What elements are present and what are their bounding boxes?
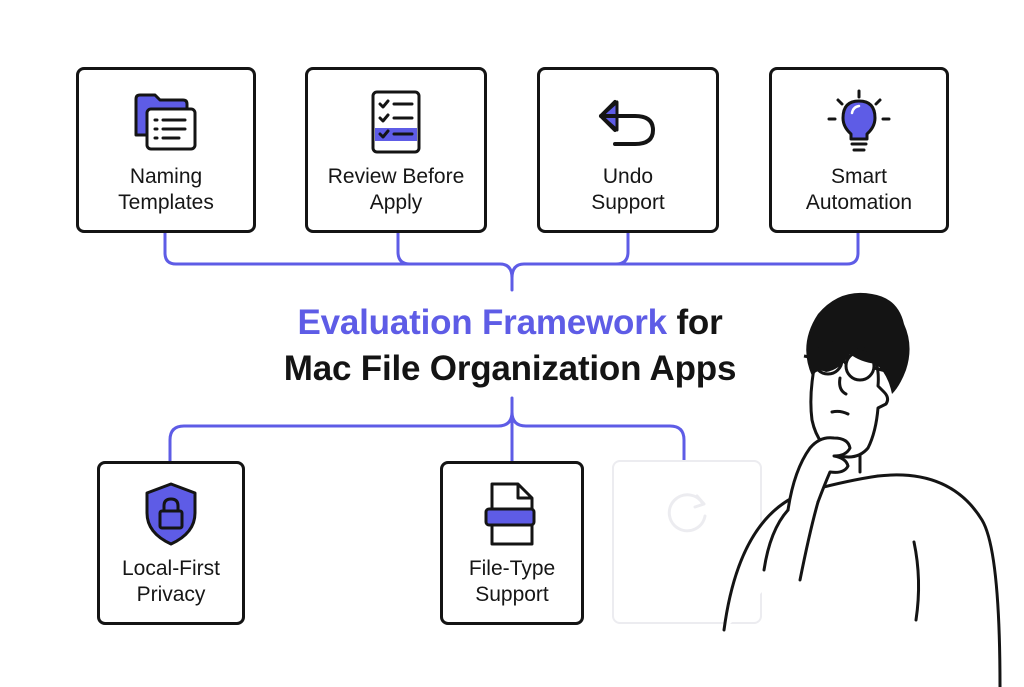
card-label-line1: Smart — [830, 165, 887, 188]
card-label: File-Type Support — [469, 556, 555, 608]
connector-top-center-right — [614, 230, 630, 266]
card-label-line2: Privacy — [136, 583, 206, 606]
title-accent: Evaluation Framework — [297, 303, 667, 342]
title-rest: for — [676, 303, 723, 342]
card-label-line1: File-Type — [468, 557, 556, 580]
refresh-icon — [651, 476, 723, 548]
card-label-line2: Templates — [118, 191, 214, 214]
card-label: Local-First Privacy — [122, 556, 220, 608]
card-label: Smart Automation — [806, 164, 912, 216]
card-undo-support: Undo Support — [537, 67, 719, 233]
diagram-title: Evaluation Framework for Mac File Organi… — [200, 300, 820, 392]
connector-bottom-right — [510, 410, 686, 462]
title-line1: Evaluation Framework for — [200, 300, 820, 346]
card-review-before-apply: Review Before Apply — [305, 67, 487, 233]
card-file-type-support: File-Type Support — [440, 461, 584, 625]
card-label-line1: Local-First — [121, 557, 221, 580]
connector-bottom-left — [168, 396, 514, 464]
card-label-line1: Review Before — [327, 165, 465, 188]
file-type-icon — [476, 478, 548, 550]
connector-top-center-left — [396, 230, 412, 266]
card-smart-automation: Smart Automation — [769, 67, 949, 233]
card-label: Undo Support — [591, 164, 665, 216]
checklist-icon — [360, 86, 432, 158]
folder-list-icon — [130, 86, 202, 158]
card-label-line2: Automation — [805, 191, 913, 214]
card-label-line2: Support — [591, 191, 665, 214]
card-naming-templates: Naming Templates — [76, 67, 256, 233]
card-local-first-privacy: Local-First Privacy — [97, 461, 245, 625]
connector-top-left — [163, 230, 514, 292]
connector-top-right — [510, 230, 860, 280]
lightbulb-icon — [823, 86, 895, 158]
undo-arrow-icon — [592, 86, 664, 158]
title-line2: Mac File Organization Apps — [283, 349, 737, 388]
card-label: Review Before Apply — [328, 164, 465, 216]
card-label-line1: Undo — [602, 165, 654, 188]
card-label-line2: Apply — [369, 191, 423, 214]
card-label-line1: Naming — [129, 165, 203, 188]
thinking-person-illustration — [722, 292, 1002, 687]
shield-lock-icon — [135, 478, 207, 550]
card-label: Naming Templates — [118, 164, 214, 216]
card-label-line2: Support — [475, 583, 549, 606]
